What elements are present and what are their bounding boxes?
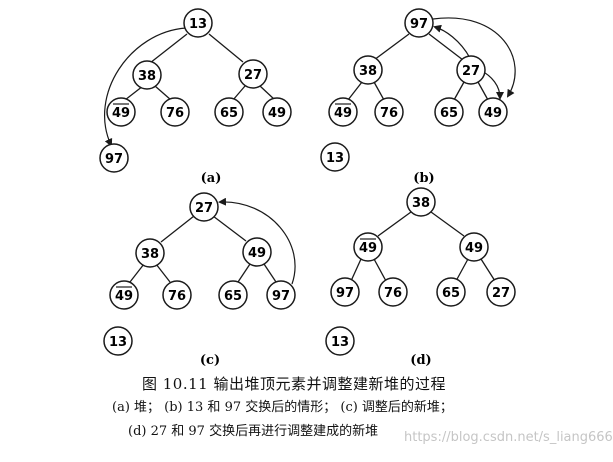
tree-edges-a xyxy=(124,33,276,101)
heap-node: 97 xyxy=(266,280,296,310)
swap-arrow-b-outer xyxy=(432,17,516,98)
subfigure-label: (d) xyxy=(410,353,431,368)
svg-text:65: 65 xyxy=(220,106,238,121)
heap-node: 13 xyxy=(320,142,350,172)
heap-node: 76 xyxy=(162,280,192,310)
heap-node: 49 xyxy=(262,97,292,127)
heap-node: 27 xyxy=(486,277,516,307)
caption-line-2: (d) 27 和 97 交换后再进行调整建成的新堆 xyxy=(128,424,379,439)
svg-text:76: 76 xyxy=(380,106,398,121)
heap-node: 49 xyxy=(328,97,358,127)
svg-text:38: 38 xyxy=(141,247,159,262)
swap-arrow-a xyxy=(104,27,187,147)
heap-node: 38 xyxy=(135,238,165,268)
heap-node: 13 xyxy=(325,326,355,356)
svg-text:49: 49 xyxy=(334,106,352,121)
heap-node: 13 xyxy=(103,326,133,356)
caption-title: 图 10.11 输出堆顶元素并调整建新堆的过程 xyxy=(142,375,446,393)
heap-node: 76 xyxy=(374,97,404,127)
heap-node: 97 xyxy=(330,277,360,307)
svg-text:27: 27 xyxy=(244,68,262,83)
heap-node: 65 xyxy=(218,280,248,310)
heap-node: 27 xyxy=(238,59,268,89)
svg-text:97: 97 xyxy=(272,289,290,304)
svg-text:97: 97 xyxy=(105,152,123,167)
heap-node: 49 xyxy=(109,280,139,310)
svg-text:65: 65 xyxy=(442,286,460,301)
svg-text:49: 49 xyxy=(268,106,286,121)
svg-text:49: 49 xyxy=(465,241,483,256)
heap-node: 27 xyxy=(189,192,219,222)
svg-text:49: 49 xyxy=(359,241,377,256)
diagram-b: 97 38 27 49 76 65 49 13 xyxy=(320,8,516,186)
heap-node: 49 xyxy=(242,237,272,267)
svg-text:13: 13 xyxy=(326,151,344,166)
heap-node: 49 xyxy=(459,232,489,262)
heap-diagram-figure: 13 38 27 49 76 65 49 97 xyxy=(99,8,516,368)
svg-text:27: 27 xyxy=(195,201,213,216)
svg-text:97: 97 xyxy=(336,286,354,301)
heap-node: 27 xyxy=(456,55,486,85)
caption-line-1: (a) 堆； (b) 13 和 97 交换后的情形； (c) 调整后的新堆； xyxy=(112,400,453,415)
svg-text:49: 49 xyxy=(112,106,130,121)
heap-node: 65 xyxy=(436,277,466,307)
tree-edges-d xyxy=(350,211,496,282)
svg-text:27: 27 xyxy=(492,286,510,301)
heap-node: 13 xyxy=(183,8,213,38)
heap-node: 49 xyxy=(478,97,508,127)
svg-text:49: 49 xyxy=(484,106,502,121)
svg-text:65: 65 xyxy=(440,106,458,121)
watermark: https://blog.csdn.net/s_liang666 xyxy=(404,430,613,445)
subfigure-label: (c) xyxy=(200,353,220,368)
svg-text:76: 76 xyxy=(168,289,186,304)
svg-text:38: 38 xyxy=(138,69,156,84)
svg-text:27: 27 xyxy=(462,64,480,79)
diagram-a: 13 38 27 49 76 65 49 97 xyxy=(99,8,292,186)
svg-text:49: 49 xyxy=(115,289,133,304)
tree-edges-c xyxy=(129,215,277,283)
subfigure-label: (b) xyxy=(413,171,434,186)
heap-node: 38 xyxy=(353,55,383,85)
svg-text:65: 65 xyxy=(224,289,242,304)
heap-node: 38 xyxy=(132,60,162,90)
heap-node: 97 xyxy=(99,143,129,173)
swap-arrow-c xyxy=(218,197,296,285)
heap-node: 49 xyxy=(353,232,383,262)
heap-node: 38 xyxy=(406,187,436,217)
heap-node: 76 xyxy=(160,97,190,127)
svg-text:76: 76 xyxy=(166,106,184,121)
svg-text:38: 38 xyxy=(359,64,377,79)
svg-text:38: 38 xyxy=(412,196,430,211)
svg-text:13: 13 xyxy=(331,335,349,350)
heap-node: 49 xyxy=(106,97,136,127)
subfigure-label: (a) xyxy=(201,171,222,186)
heap-node: 97 xyxy=(404,8,434,38)
svg-text:13: 13 xyxy=(109,335,127,350)
swap-arrow-b-inner xyxy=(433,24,471,59)
heap-node: 65 xyxy=(214,97,244,127)
diagram-c: 27 38 49 49 76 65 97 13 xyxy=(103,192,296,368)
heap-node: 65 xyxy=(434,97,464,127)
svg-text:76: 76 xyxy=(384,286,402,301)
heap-node: 76 xyxy=(378,277,408,307)
diagram-d: 38 49 49 97 76 65 27 13 xyxy=(325,187,516,368)
svg-text:13: 13 xyxy=(189,17,207,32)
figure-caption: 图 10.11 输出堆顶元素并调整建新堆的过程 (a) 堆； (b) 13 和 … xyxy=(0,372,588,444)
svg-text:49: 49 xyxy=(248,246,266,261)
svg-text:97: 97 xyxy=(410,17,428,32)
tree-edges-b xyxy=(347,33,489,101)
